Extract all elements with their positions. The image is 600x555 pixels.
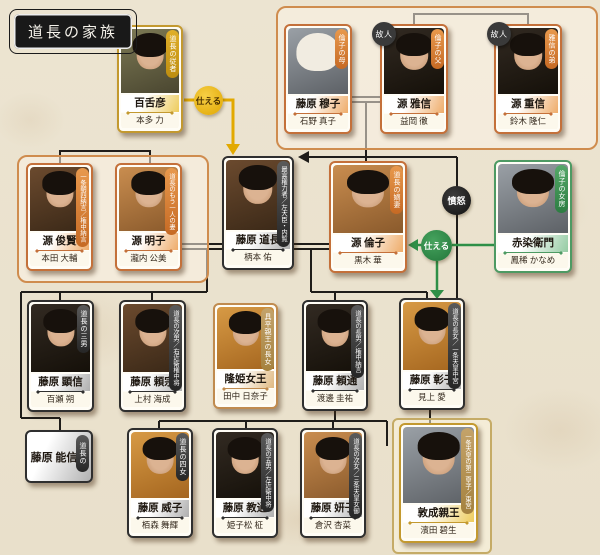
role-ribbon: 雅信の弟 <box>545 29 558 69</box>
actor-name: 柄本 佑 <box>226 250 290 265</box>
role-ribbon: 最高権力者／左大臣・内覧 <box>277 161 290 247</box>
card-takahime[interactable]: 具平親王の長女 隆姫女王 田中 日奈子 <box>213 303 278 409</box>
divider <box>223 517 267 518</box>
person-name: 源 重信 <box>498 96 558 113</box>
card-atsuhira[interactable]: 一条天皇の第二皇子／東宮 敦成親王 濱田 碧生 <box>399 423 478 543</box>
person-name: 藤原 頼通 <box>306 373 364 390</box>
deceased-badge: 故人 <box>487 22 511 46</box>
person-name: 源 倫子 <box>333 235 403 252</box>
card-yoshinobu[interactable]: 藤原 能信 道長の四男 <box>25 430 93 483</box>
actor-name: 鈴木 隆仁 <box>498 114 558 129</box>
card-kenshi[interactable]: 道長の次女／三条天皇女御 藤原 妍子 倉沢 杏菜 <box>300 428 366 538</box>
divider <box>37 250 82 251</box>
actor-name: 瀧内 公美 <box>119 251 178 266</box>
person-name: 藤原 妍子 <box>304 500 362 517</box>
card-michinaga[interactable]: 最高権力者／左大臣・内覧 藤原 道長 柄本 佑 <box>222 156 294 270</box>
role-ribbon: 道長の四女 <box>176 433 189 481</box>
chart-title: 道長の家族 <box>8 9 138 54</box>
card-akiko[interactable]: 道長のもう一人の妻 源 明子 瀧内 公美 <box>115 163 182 271</box>
role-ribbon: 倫子の女房 <box>555 165 568 213</box>
role-ribbon: 道長の五男／左近衛中将 <box>261 433 274 513</box>
actor-name: 鳳稀 かなめ <box>498 253 568 268</box>
role-ribbon: 道長の三男 <box>77 305 90 353</box>
actor-name: 濱田 碧生 <box>403 523 474 538</box>
actor-name: 倉沢 杏菜 <box>304 518 362 533</box>
role-ribbon: 一条朝四納言／権中納言 <box>76 168 89 248</box>
actor-name: 渡邊 圭祐 <box>306 391 364 406</box>
person-name: 藤原 彰子 <box>403 372 461 389</box>
role-ribbon: 倫子の父 <box>431 29 444 69</box>
person-name: 源 俊賢 <box>30 233 89 250</box>
divider <box>391 113 437 114</box>
divider <box>340 252 396 253</box>
person-name: 藤原 穆子 <box>288 96 348 113</box>
role-ribbon: 道長の長女／一条天皇中宮 <box>448 303 461 389</box>
person-name: 藤原 教通 <box>216 500 274 517</box>
person-name: 藤原 威子 <box>131 500 189 517</box>
card-bokushi[interactable]: 倫子の母 藤原 穆子 石野 真子 <box>284 24 352 134</box>
person-name: 藤原 道長 <box>226 232 290 249</box>
card-shoshi[interactable]: 道長の長女／一条天皇中宮 藤原 彰子 見上 愛 <box>399 298 465 410</box>
divider <box>295 113 341 114</box>
divider <box>233 249 283 250</box>
divider <box>126 250 171 251</box>
divider <box>130 391 175 392</box>
divider <box>311 517 355 518</box>
card-takeko[interactable]: 道長の四女 藤原 威子 栢森 舞輝 <box>127 428 193 538</box>
person-name: 源 明子 <box>119 233 178 250</box>
actor-name: 黒木 華 <box>333 253 403 268</box>
divider <box>38 391 83 392</box>
divider <box>505 113 551 114</box>
actor-name: 益岡 徹 <box>384 114 444 129</box>
divider <box>138 517 182 518</box>
role-ribbon: 道長の次女／三条天皇女御 <box>349 433 362 519</box>
role-ribbon: 倫子の母 <box>335 29 348 69</box>
role-ribbon: 一条天皇の第二皇子／東宮 <box>461 428 474 514</box>
person-name: 藤原 頼宗 <box>123 374 182 391</box>
actor-name: 上村 海成 <box>123 392 182 407</box>
person-name: 敦成親王 <box>403 505 474 522</box>
serve-label-yellow: 仕える <box>194 86 223 115</box>
person-name: 藤原 能信 <box>30 451 78 464</box>
serve-label-green: 仕える <box>421 230 452 261</box>
person-name: 赤染衛門 <box>498 235 568 252</box>
divider <box>410 389 454 390</box>
actor-name: 見上 愛 <box>403 390 461 405</box>
card-rinshi[interactable]: 道長の嫡妻 源 倫子 黒木 華 <box>329 161 407 273</box>
divider <box>410 522 467 523</box>
person-name: 百舌彦 <box>121 95 179 112</box>
person-name: 隆姫女王 <box>217 371 274 388</box>
actor-name: 石野 真子 <box>288 114 348 129</box>
actor-name: 百瀬 朔 <box>31 392 90 407</box>
divider <box>128 112 172 113</box>
role-ribbon: 道長のもう一人の妻 <box>165 168 178 235</box>
card-yorimune[interactable]: 道長の次男／右近衛権中将 藤原 頼宗 上村 海成 <box>119 300 186 412</box>
role-ribbon: 道長の従者 <box>166 30 179 78</box>
actor-name: 本多 力 <box>121 113 179 128</box>
actor-name: 姫子松 柾 <box>216 518 274 533</box>
divider <box>505 252 561 253</box>
role-ribbon: 具平親王の長女 <box>261 308 274 371</box>
role-ribbon: 道長の次男／右近衛権中将 <box>169 305 182 391</box>
card-toshikata[interactable]: 一条朝四納言／権中納言 源 俊賢 本田 大輔 <box>26 163 93 271</box>
actor-name: 本田 大輔 <box>30 251 89 266</box>
card-akinobu[interactable]: 道長の三男 藤原 顕信 百瀬 朔 <box>27 300 94 412</box>
deceased-badge: 故人 <box>372 22 396 46</box>
rage-label: 憤怒 <box>442 186 471 215</box>
role-ribbon: 道長の四男 <box>76 435 89 472</box>
role-ribbon: 道長の嫡妻 <box>390 166 403 214</box>
divider <box>313 390 357 391</box>
card-yorimichi[interactable]: 道長の長男／権中納言 藤原 頼通 渡邊 圭祐 <box>302 300 368 411</box>
person-name: 源 雅信 <box>384 96 444 113</box>
card-akazome[interactable]: 倫子の女房 赤染衛門 鳳稀 かなめ <box>494 160 572 273</box>
divider <box>224 388 267 389</box>
actor-name: 田中 日奈子 <box>217 389 274 404</box>
role-ribbon: 道長の長男／権中納言 <box>351 305 364 378</box>
person-name: 藤原 顕信 <box>31 374 90 391</box>
actor-name: 栢森 舞輝 <box>131 518 189 533</box>
card-norimichi[interactable]: 道長の五男／左近衛中将 藤原 教通 姫子松 柾 <box>212 428 278 538</box>
